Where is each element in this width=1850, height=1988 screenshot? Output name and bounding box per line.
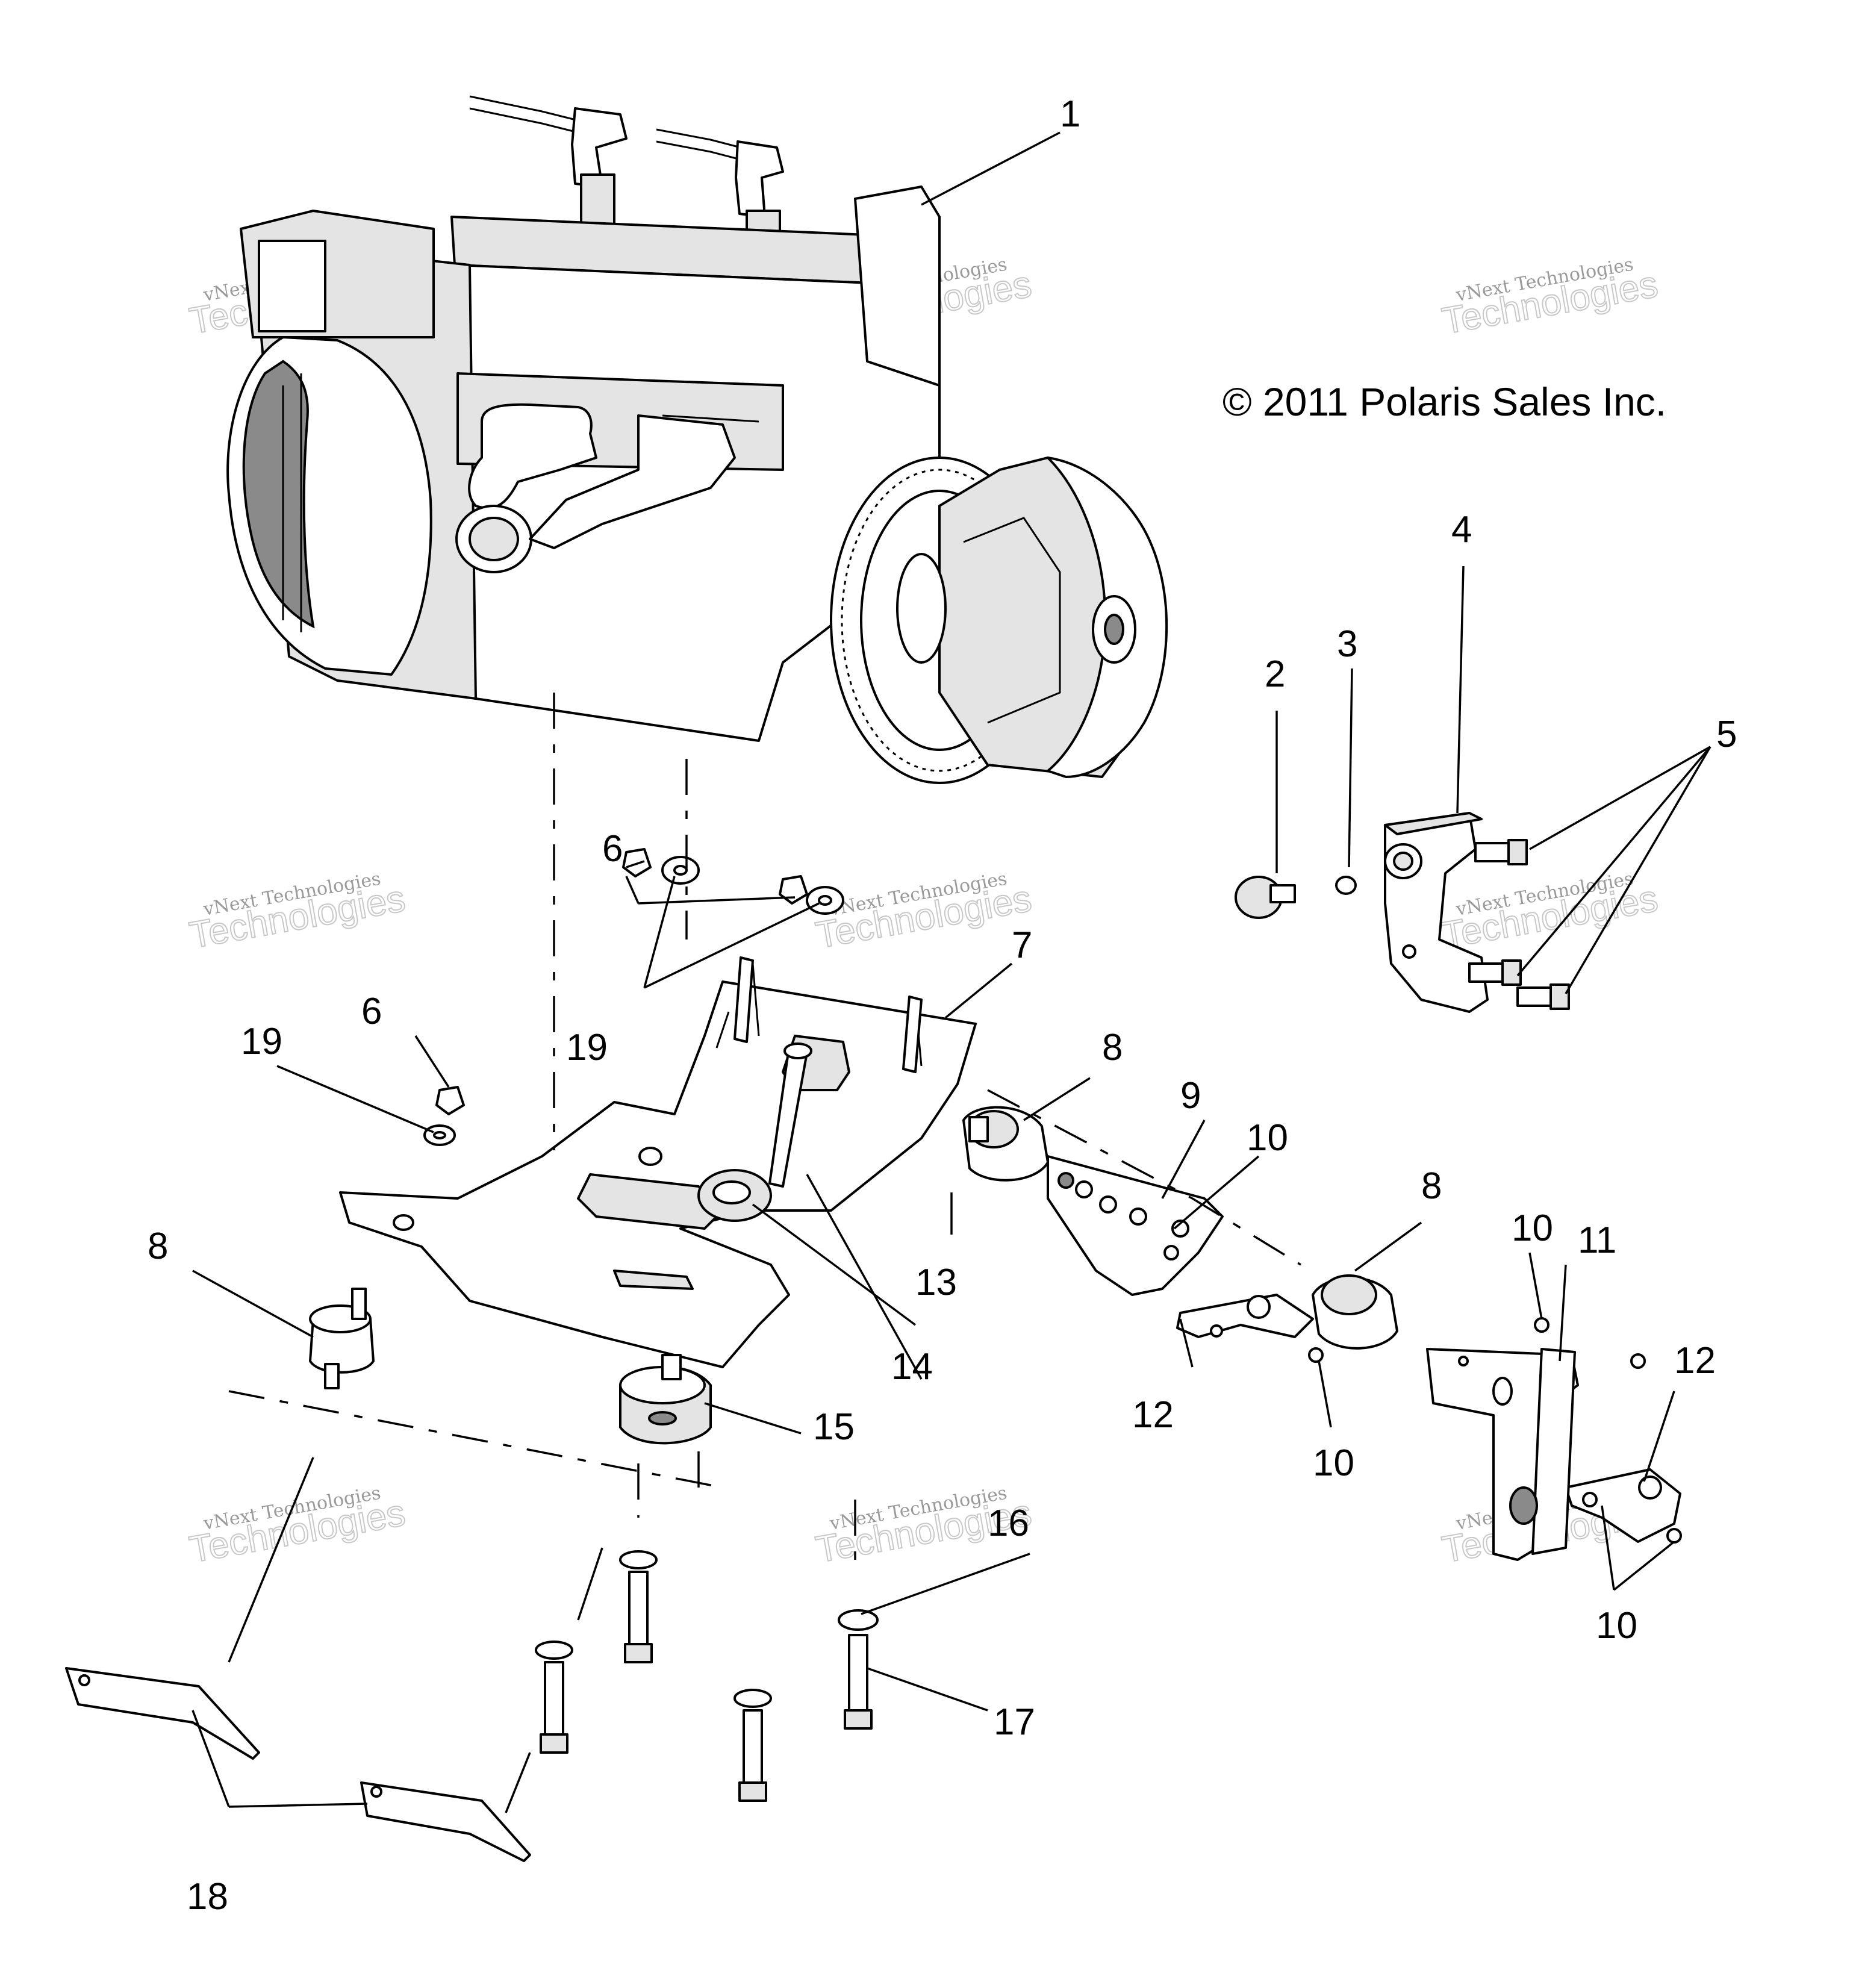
flange-bolt xyxy=(1516,983,1570,1010)
watermark: vNext Technologies Technologies xyxy=(186,1483,409,1572)
mounting-bolt xyxy=(733,1689,772,1802)
isolator-mount-right xyxy=(1312,1274,1398,1350)
nut xyxy=(1335,876,1357,895)
callout-4: 4 xyxy=(1451,509,1472,550)
callout-6: 6 xyxy=(602,828,623,870)
callout-10: 10 xyxy=(1512,1207,1553,1249)
callout-12: 12 xyxy=(1674,1340,1716,1382)
callout-13: 13 xyxy=(915,1262,957,1303)
callout-11: 11 xyxy=(1578,1220,1616,1261)
engine-assembly xyxy=(226,95,1168,784)
callout-8: 8 xyxy=(1421,1165,1442,1207)
screw xyxy=(1163,1245,1179,1260)
screw xyxy=(1630,1353,1646,1369)
callout-17: 17 xyxy=(994,1701,1035,1743)
screw xyxy=(1666,1528,1682,1544)
support-bracket-right xyxy=(1565,1468,1681,1543)
callout-16: 16 xyxy=(988,1503,1029,1544)
callout-8: 8 xyxy=(148,1226,168,1267)
mounting-bolt xyxy=(838,1609,879,1730)
callout-6: 6 xyxy=(361,991,382,1032)
skid-plate xyxy=(65,1667,260,1760)
flange-bolt xyxy=(1474,839,1528,865)
mount-bracket xyxy=(1047,1155,1224,1296)
mounting-bolt xyxy=(619,1550,658,1663)
callout-3: 3 xyxy=(1337,623,1357,665)
washer xyxy=(806,886,844,915)
screw xyxy=(1308,1347,1324,1363)
mounting-bolt xyxy=(535,1641,573,1754)
side-mount-plate xyxy=(1426,1348,1579,1561)
leader-lines xyxy=(192,131,1711,1808)
bushing xyxy=(1235,876,1296,919)
callout-14: 14 xyxy=(891,1346,933,1388)
callout-7: 7 xyxy=(1012,924,1032,966)
skid-plate xyxy=(360,1781,531,1862)
callout-2: 2 xyxy=(1265,653,1285,695)
callout-8: 8 xyxy=(1102,1027,1123,1068)
watermark: vNext Technologies Technologies xyxy=(1439,254,1662,343)
callout-10: 10 xyxy=(1247,1117,1288,1159)
watermark: vNext Technologies Technologies xyxy=(1439,868,1662,958)
nut xyxy=(435,1086,465,1115)
callout-18: 18 xyxy=(187,1876,228,1918)
callout-19: 19 xyxy=(241,1021,282,1062)
callout-10: 10 xyxy=(1596,1605,1637,1647)
copyright-notice: © 2011 Polaris Sales Inc. xyxy=(1222,379,1666,424)
alignment-lines xyxy=(228,693,1301,1813)
washer xyxy=(661,856,700,885)
watermark: vNext Technologies Technologies xyxy=(186,868,409,958)
callout-5: 5 xyxy=(1716,714,1737,755)
isolator xyxy=(697,1169,772,1222)
isolator-large xyxy=(619,1354,712,1445)
flange-bolt xyxy=(1468,959,1522,986)
watermark: vNext Technologies Technologies xyxy=(812,868,1035,958)
callout-12: 12 xyxy=(1132,1394,1174,1436)
clutch-support-bracket xyxy=(1384,812,1489,1013)
washer xyxy=(423,1124,456,1146)
callout-15: 15 xyxy=(813,1406,855,1448)
callout-9: 9 xyxy=(1180,1075,1201,1117)
nut xyxy=(779,875,808,905)
callout-1: 1 xyxy=(1060,93,1080,135)
support-bracket-lower xyxy=(1176,1294,1314,1338)
callouts: 1 2 3 4 5 6 6 7 8 8 8 9 10 10 10 10 11 1… xyxy=(148,93,1737,1918)
screw xyxy=(1534,1317,1549,1333)
isolator-mount-center xyxy=(962,1106,1049,1182)
callout-10: 10 xyxy=(1313,1442,1354,1484)
mount-bolt xyxy=(768,1042,812,1188)
callout-19: 19 xyxy=(566,1027,608,1068)
isolator-mount-left xyxy=(309,1288,375,1389)
screw xyxy=(1582,1492,1598,1507)
